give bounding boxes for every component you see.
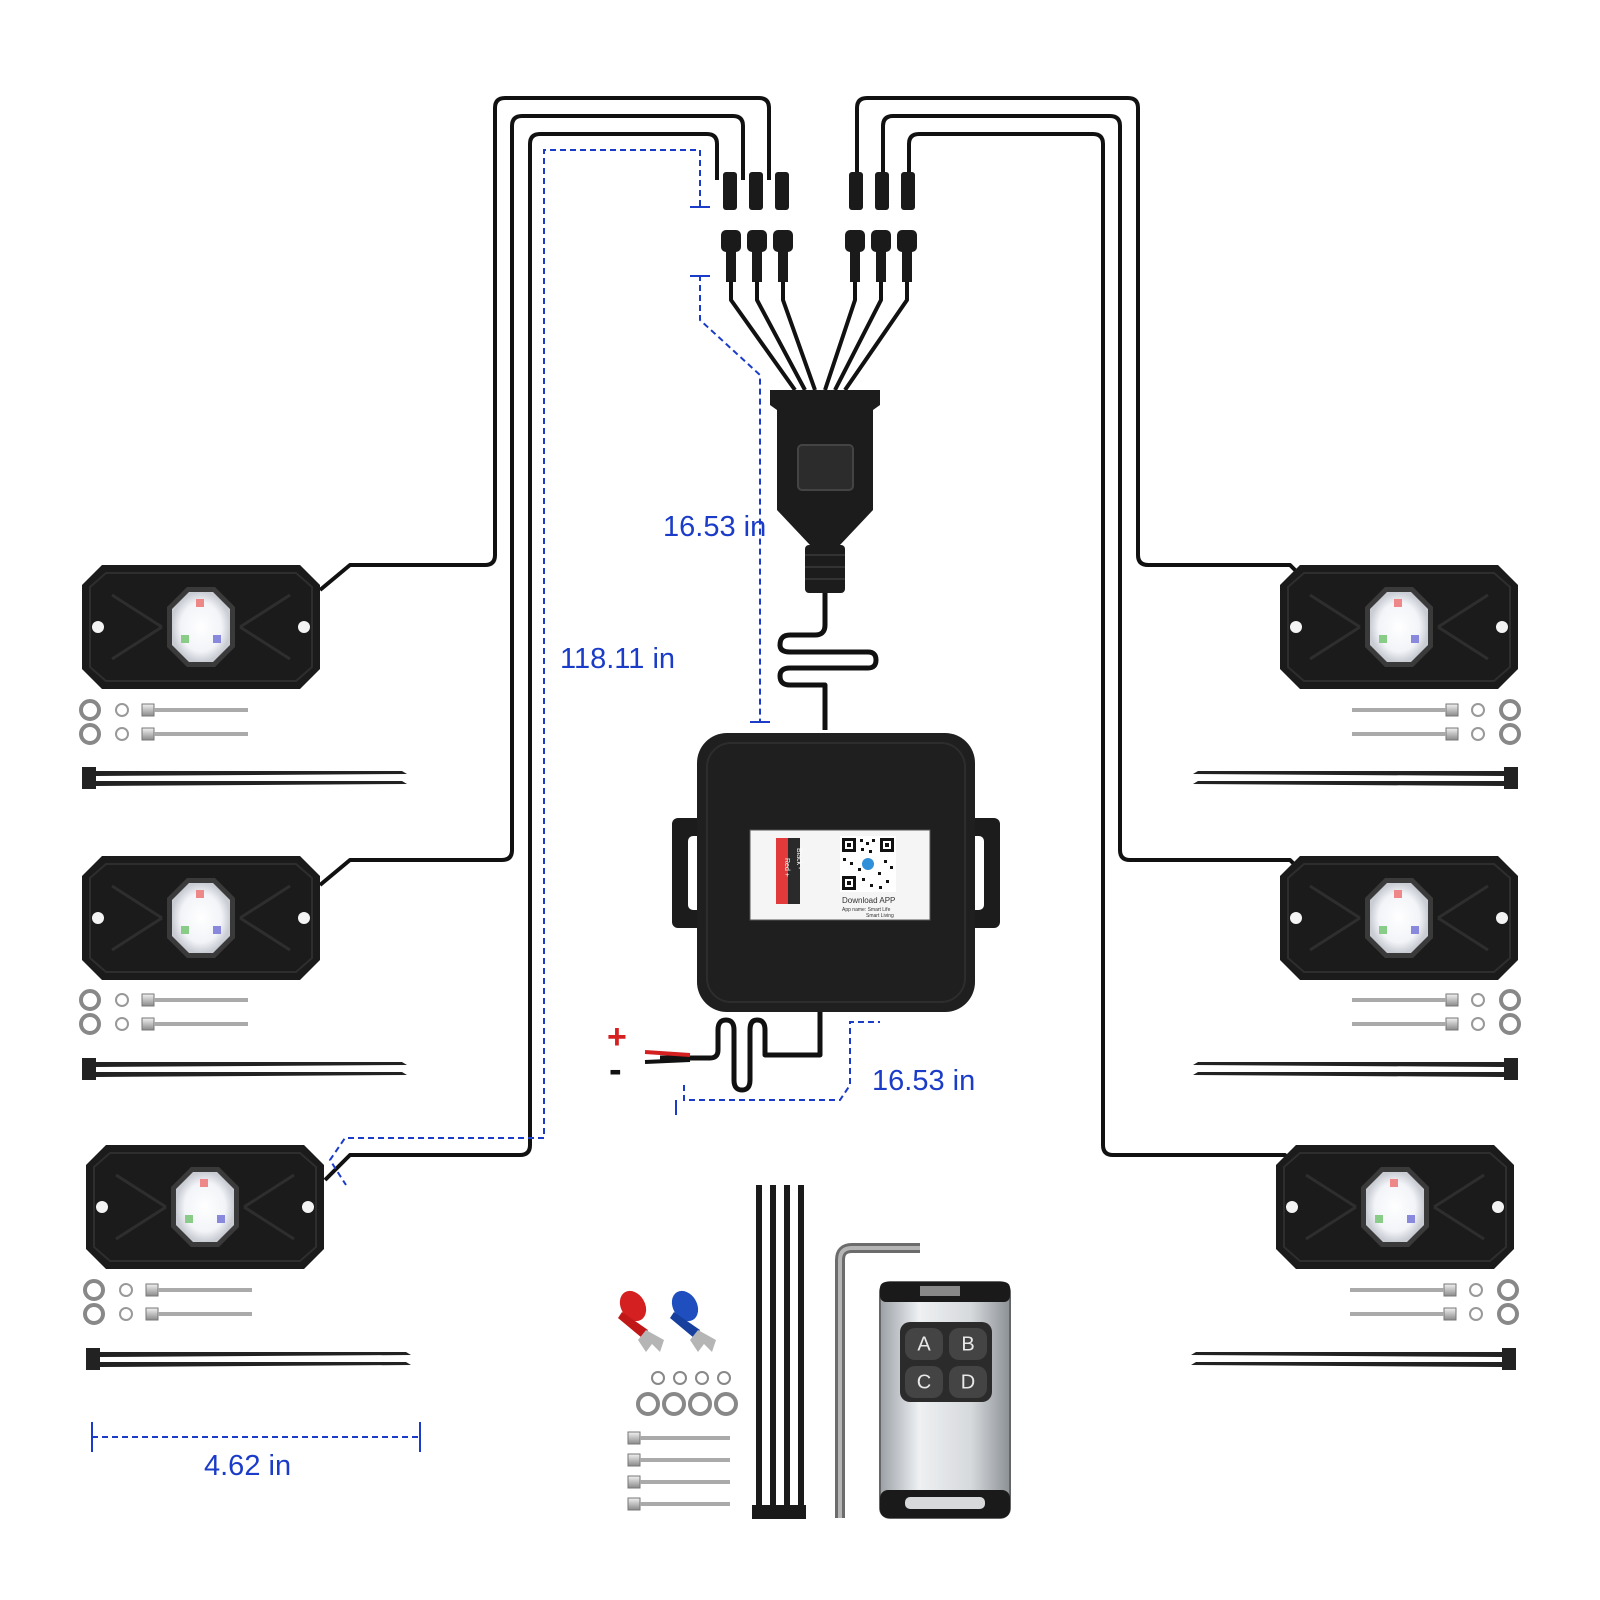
wire-pod-right-3 xyxy=(907,132,1312,1182)
positive-symbol: + xyxy=(607,1018,627,1056)
remote-button-c[interactable]: C xyxy=(905,1366,943,1398)
connector-top-row xyxy=(723,172,915,210)
negative-symbol: - xyxy=(609,1049,622,1091)
connectors xyxy=(721,172,917,282)
qr-code-icon xyxy=(840,836,896,892)
dim-extension-line xyxy=(328,149,701,1186)
dim-extension-label: 118.11 in xyxy=(560,643,675,675)
pod-right-2 xyxy=(1193,854,1521,1080)
download-app-text: Download APP xyxy=(842,896,895,905)
pod-right-3 xyxy=(1191,1143,1519,1370)
remote-button-a-label: A xyxy=(917,1333,931,1355)
wire-pod-left-2 xyxy=(318,114,745,887)
dim-power-line xyxy=(683,1021,880,1101)
wire-red-label: Red + xyxy=(783,858,790,877)
remote-button-d[interactable]: D xyxy=(949,1366,987,1398)
wire-black-label: Black - xyxy=(795,848,802,870)
wire-splitter-to-controller xyxy=(777,590,879,730)
remote-button-c-label: C xyxy=(917,1371,931,1393)
red-spade-terminal xyxy=(618,1290,664,1352)
dim-power-label: 16.53 in xyxy=(872,1065,975,1097)
pod-left-2 xyxy=(79,854,407,1080)
washers-set xyxy=(636,1371,738,1416)
bluetooth-controller: Black - Red + Download APP App name: Sma… xyxy=(672,733,1000,1012)
dim-pod-width-label: 4.62 in xyxy=(204,1450,291,1482)
remote-button-b[interactable]: B xyxy=(949,1328,987,1360)
wire-pod-left-1 xyxy=(318,96,771,592)
wire-harness xyxy=(318,96,1317,1182)
remote-button-a[interactable]: A xyxy=(905,1328,943,1360)
dim-adapter-label: 16.53 in xyxy=(663,511,766,543)
cable-ties-vertical xyxy=(752,1185,806,1519)
wire-pod-right-1 xyxy=(855,96,1317,592)
hex-key-icon xyxy=(835,1243,920,1518)
app-name-text: App name: Smart Life xyxy=(842,907,891,913)
remote-button-d-label: D xyxy=(961,1371,975,1393)
blue-spade-terminal xyxy=(670,1290,716,1352)
app-name-text-2: Smart Living xyxy=(866,913,894,919)
dimension-lines xyxy=(91,149,880,1452)
power-lead-ends xyxy=(644,1050,691,1064)
wire-pod-right-2 xyxy=(881,114,1317,887)
dim-adapter-line xyxy=(699,275,761,722)
wire-power-lead xyxy=(660,1010,823,1093)
splitter-hub xyxy=(770,390,880,593)
pod-left-3 xyxy=(83,1143,411,1370)
connector-bottom-row xyxy=(721,230,917,282)
pod-left-1 xyxy=(79,563,407,789)
pod-right-1 xyxy=(1193,563,1521,789)
bolts-set xyxy=(627,1431,730,1511)
remote-control xyxy=(879,1281,1011,1519)
wire-pod-left-3 xyxy=(323,132,719,1182)
remote-button-b-label: B xyxy=(961,1333,974,1355)
